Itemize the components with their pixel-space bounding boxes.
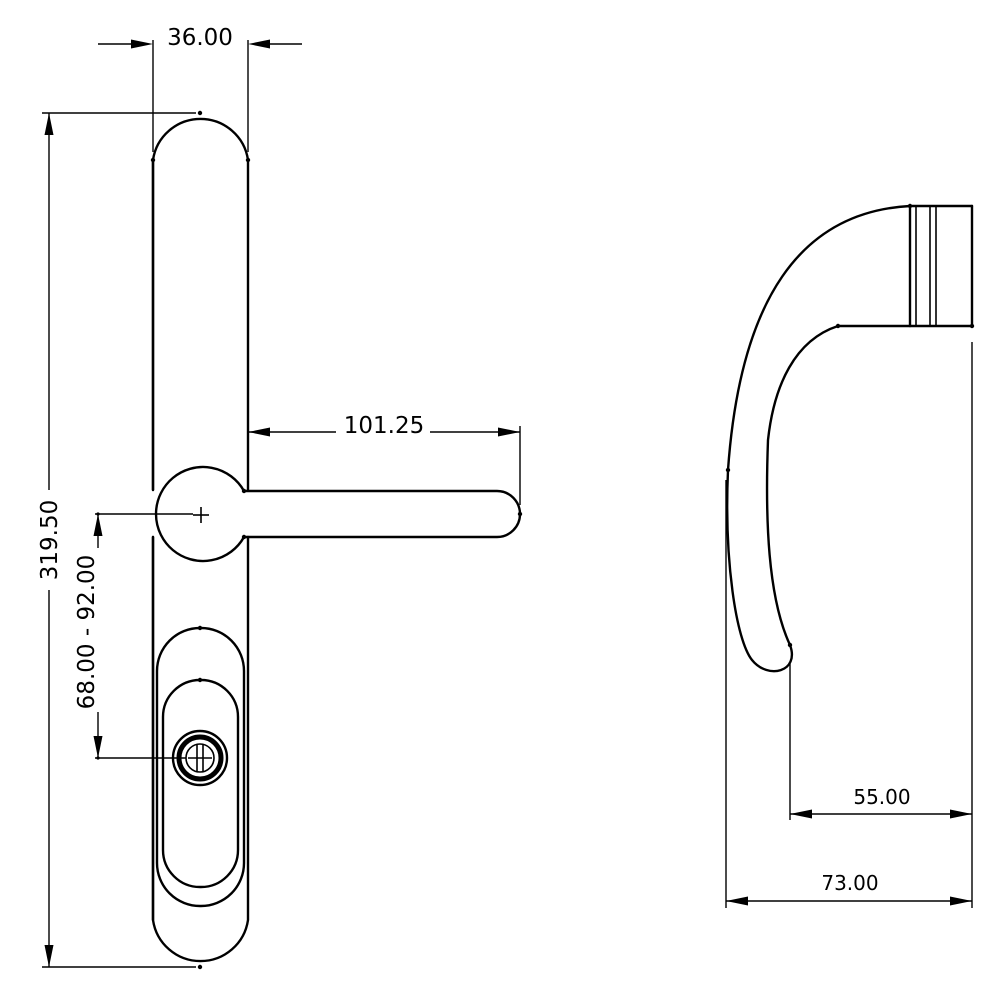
- dim-side-overall: 73.00: [726, 871, 972, 906]
- dim-side-projection-label: 55.00: [853, 785, 910, 809]
- dim-plate-width-label: 36.00: [167, 25, 233, 51]
- dim-pz-range: 68.00 - 92.00: [74, 512, 193, 760]
- escutcheon-outer: [155, 626, 246, 908]
- dim-lever-length: 101.25: [247, 413, 521, 505]
- dim-side-projection: 55.00: [790, 785, 972, 819]
- side-view: 55.00 73.00: [725, 203, 975, 908]
- side-vertex-dots: [725, 203, 975, 648]
- dim-pz-range-label: 68.00 - 92.00: [74, 555, 100, 710]
- dim-plate-width: 36.00: [98, 25, 302, 152]
- spindle-center-cross: [193, 507, 209, 523]
- escutcheon-inner: [161, 678, 240, 889]
- dim-lever-length-label: 101.25: [344, 413, 424, 439]
- side-lever-profile: [726, 204, 912, 673]
- dim-side-overall-label: 73.00: [821, 871, 878, 895]
- backplate-outline: [151, 117, 250, 963]
- vertex-dots: [150, 110, 523, 970]
- front-view: 36.00 319.50 101.25: [37, 25, 523, 970]
- dim-total-height: 319.50: [37, 112, 196, 968]
- dim-total-height-label: 319.50: [37, 500, 63, 580]
- lever-arm: [242, 489, 522, 539]
- side-rose: [908, 204, 974, 328]
